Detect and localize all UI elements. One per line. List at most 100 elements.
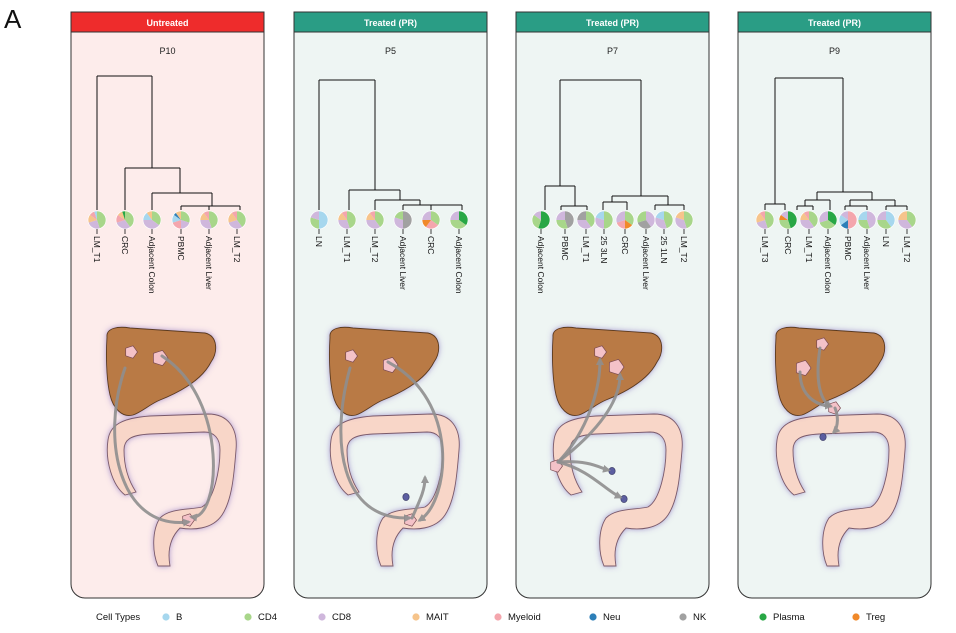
pie-slice-cd8 [116, 220, 131, 229]
pie-slice-cd4 [97, 211, 107, 229]
pie-slice-myeloid [231, 211, 237, 220]
pie-slice-mait [898, 211, 907, 220]
leaf-label: LM_T2 [902, 236, 912, 263]
pie-chart [449, 210, 469, 230]
pie-slice-cd8 [840, 211, 848, 220]
pie-slice-cd8 [877, 211, 886, 220]
panel-header-label: Treated (PR) [808, 18, 861, 28]
pie-slice-cd4 [347, 211, 357, 229]
leaf-label: Adjacent Colon [147, 236, 157, 294]
pie-slice-b [595, 211, 604, 220]
pie-slice-b [143, 212, 152, 220]
pie-slice-cd4 [375, 211, 384, 228]
pie-slice-cd4 [209, 211, 219, 229]
patient-label: P9 [829, 46, 840, 56]
legend-swatch-mait [412, 613, 420, 621]
leaf-label: PBMC [176, 236, 186, 261]
legend-label: Myeloid [508, 612, 541, 623]
pie-slice-myeloid [89, 211, 97, 220]
legend-swatch-cd4 [244, 613, 252, 621]
pie-slice-cd4 [858, 220, 870, 230]
leaf-label: Adjacent Liver [398, 236, 408, 290]
leaf-label: Adjacent Liver [204, 236, 214, 290]
panel-header-label: Treated (PR) [586, 18, 639, 28]
pie-chart [199, 210, 219, 230]
legend-swatch-treg [852, 613, 860, 621]
pie-slice-cd8 [654, 217, 667, 230]
lymph-node [608, 467, 616, 475]
pie-slice-plasma [122, 211, 125, 220]
pie-chart [227, 210, 247, 230]
pie-chart [421, 210, 441, 230]
liver-shape [329, 326, 440, 416]
pie-slice-cd8 [310, 211, 319, 220]
pie-slice-treg [625, 220, 633, 229]
migration-arrow [831, 406, 841, 435]
pie-slice-plasma [538, 211, 550, 229]
pie-slice-myeloid [848, 211, 857, 229]
pie-slice-cd8 [366, 220, 381, 229]
panel-frame [293, 11, 488, 599]
liver-shape [775, 326, 886, 416]
panel-frame [515, 11, 710, 599]
pie-slice-cd8 [818, 211, 828, 223]
pie-slice-cd4 [394, 211, 403, 220]
patient-label: P5 [385, 46, 396, 56]
pie-slice-myeloid [116, 214, 125, 223]
legend-swatch-neu [589, 613, 597, 621]
pie-slice-cd4 [181, 211, 191, 223]
legend-label: B [176, 612, 182, 623]
pie-slice-cd4 [450, 220, 467, 229]
pie-slice-myeloid [759, 211, 765, 220]
pie-slice-b [839, 214, 848, 226]
leaf-label: LN [881, 236, 891, 247]
pie-chart [365, 210, 385, 230]
migration-arrow [798, 370, 833, 410]
pie-chart [142, 210, 162, 230]
pie-slice-myeloid [172, 220, 181, 229]
pie-slice-cd8 [800, 220, 815, 229]
pie-chart [897, 210, 917, 230]
panel-header-bar [293, 11, 488, 33]
pie-slice-cd4 [877, 220, 892, 229]
legend-label: CD8 [332, 612, 351, 623]
legend-title: Cell Types [96, 612, 140, 623]
pie-slice-b [319, 211, 328, 229]
patient-label: P10 [159, 46, 175, 56]
pie-chart [876, 210, 896, 230]
pie-slice-plasma [459, 211, 468, 226]
pie-slice-neu [173, 212, 181, 220]
pie-slice-cd8 [422, 211, 431, 220]
colon-shape [775, 413, 906, 567]
pie-chart [171, 210, 191, 230]
pie-slice-mait [228, 212, 237, 223]
migration-arrow [410, 475, 429, 520]
leaf-label: PBMC [843, 236, 853, 261]
migration-arrow [113, 366, 191, 527]
panel-header-bar [70, 11, 265, 33]
pie-chart [337, 210, 357, 230]
legend-label: CD4 [258, 612, 277, 623]
panel-frame [737, 11, 932, 599]
pie-chart [857, 210, 877, 230]
pie-slice-cd8 [594, 217, 604, 229]
leaf-label: PBMC [560, 236, 570, 261]
pie-slice-myeloid [341, 211, 347, 220]
organ-diagram [329, 326, 460, 567]
pie-slice-myeloid [369, 211, 375, 220]
pie-slice-b [858, 211, 867, 220]
panel-frame [70, 11, 265, 599]
pie-slice-b [172, 214, 181, 223]
panel-header-label: Untreated [146, 18, 188, 28]
pie-slice-cd4 [625, 211, 634, 226]
pie-slice-cd4 [586, 211, 595, 228]
pie-slice-cd8 [577, 220, 592, 229]
pie-slice-cd8 [338, 220, 350, 230]
pie-chart [636, 210, 656, 230]
pie-slice-cd4 [125, 211, 134, 228]
leaf-label: LM_T1 [581, 236, 591, 263]
patient-label: P7 [607, 46, 618, 56]
pie-slice-mait [366, 212, 375, 220]
